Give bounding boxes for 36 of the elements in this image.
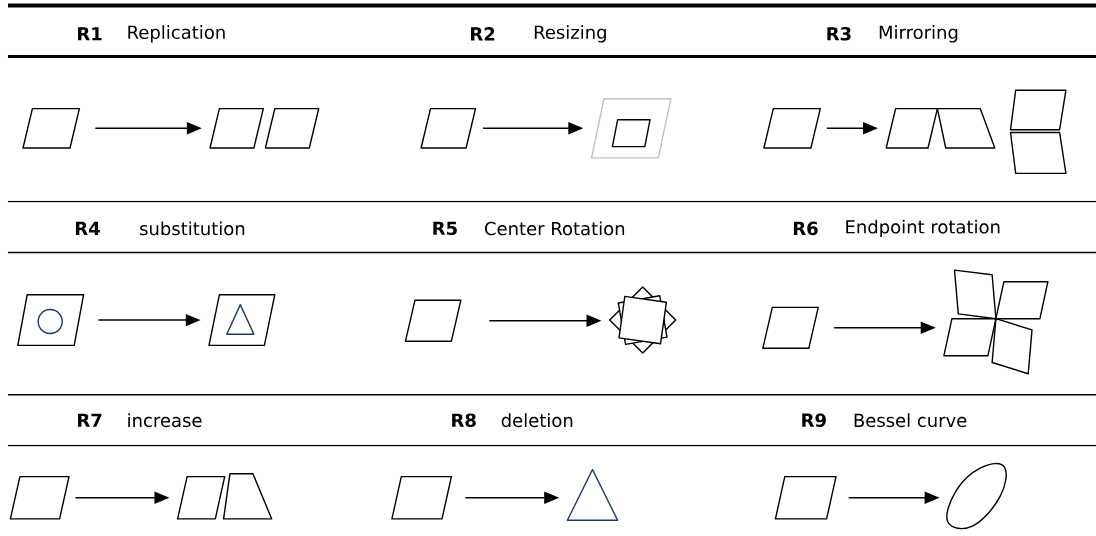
rule-title: substitution: [140, 221, 245, 236]
rule-number: R5: [433, 221, 457, 236]
rule-title: Bessel curve: [854, 413, 967, 428]
rule-title: Mirroring: [879, 25, 958, 43]
rule-number: R9: [802, 413, 826, 427]
rule-title: Replication: [128, 25, 225, 43]
rule-number: R1: [78, 27, 102, 41]
parallelogram-shape: [9, 475, 70, 520]
rule-number: R8: [452, 413, 476, 427]
circle-in-parallelogram-drawing: [17, 294, 85, 347]
rule-title: deletion: [501, 413, 573, 428]
rule-number: R2: [471, 27, 495, 41]
rule-title: Center Rotation: [485, 221, 625, 236]
rule-number: R6: [793, 221, 818, 236]
rule-number: R3: [827, 27, 851, 41]
rule-title: increase: [128, 413, 202, 428]
rule-title: Resizing: [534, 25, 606, 43]
closed-curve-shape: [946, 462, 1007, 530]
triangle-in-parallelogram-drawing: [208, 294, 276, 347]
pinwheel-drawing: [943, 269, 1049, 375]
parallelogram-shape: [391, 475, 453, 520]
duplicated-parallelograms-drawing: [209, 107, 320, 149]
triangle-shape: [566, 468, 619, 521]
parallelogram-shape: [404, 299, 462, 342]
parallelogram-shape: [762, 306, 819, 349]
rule-number: R7: [78, 413, 102, 427]
parallelogram-shape: [22, 107, 81, 149]
rule-number: R4: [75, 221, 100, 235]
parallelogram-shape: [763, 107, 821, 149]
mirrored-parallelograms-drawing: [885, 89, 1067, 175]
rotated-squares-drawing: [609, 286, 677, 354]
parallelogram-shape: [420, 107, 477, 149]
parallelogram-shape: [774, 475, 837, 520]
parallelogram-trapezoid-drawing: [176, 473, 273, 520]
nested-parallelograms-drawing: [590, 98, 672, 159]
rule-title: Endpoint rotation: [846, 219, 1000, 238]
